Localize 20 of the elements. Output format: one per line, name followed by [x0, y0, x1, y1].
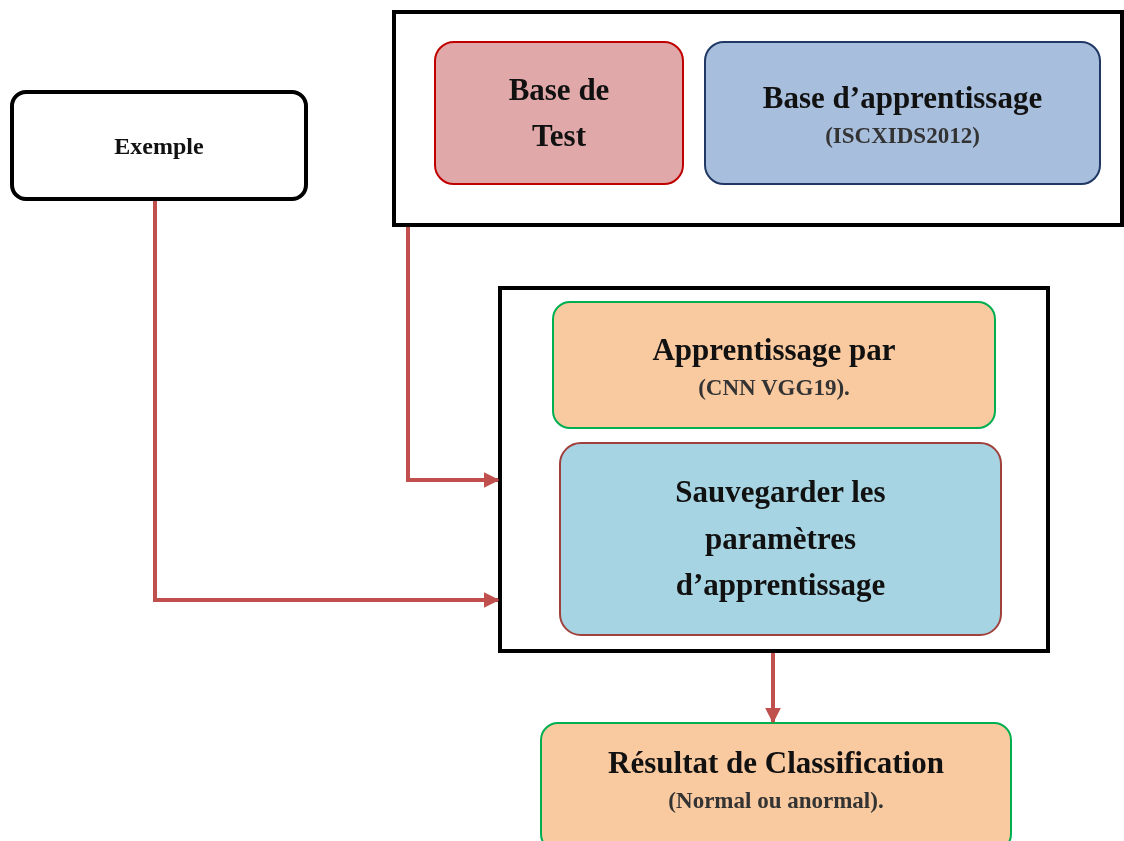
box-label: Apprentissage par — [652, 330, 896, 369]
process-box — [434, 41, 684, 185]
box-sublabel: (CNN VGG19). — [698, 374, 850, 403]
process-box — [704, 41, 1101, 185]
group-box — [498, 286, 1050, 653]
arrow — [406, 227, 500, 488]
box-label: Exemple — [114, 131, 204, 161]
result-box — [540, 722, 1012, 841]
group-box — [392, 10, 1124, 227]
box-label: Base d’apprentissage — [762, 78, 1043, 117]
box-label: Sauvegarder les paramètres d’apprentissage — [674, 473, 887, 605]
process-box — [559, 442, 1002, 636]
process-box — [552, 301, 996, 429]
arrow — [765, 653, 781, 724]
box-sublabel: (ISCXIDS2012) — [825, 122, 980, 151]
arrow — [153, 201, 500, 608]
box-sublabel: (Normal ou anormal). — [668, 787, 884, 816]
box-label: Base de Test — [507, 70, 611, 155]
process-box — [10, 90, 308, 201]
box-label: Résultat de Classification — [608, 743, 944, 782]
